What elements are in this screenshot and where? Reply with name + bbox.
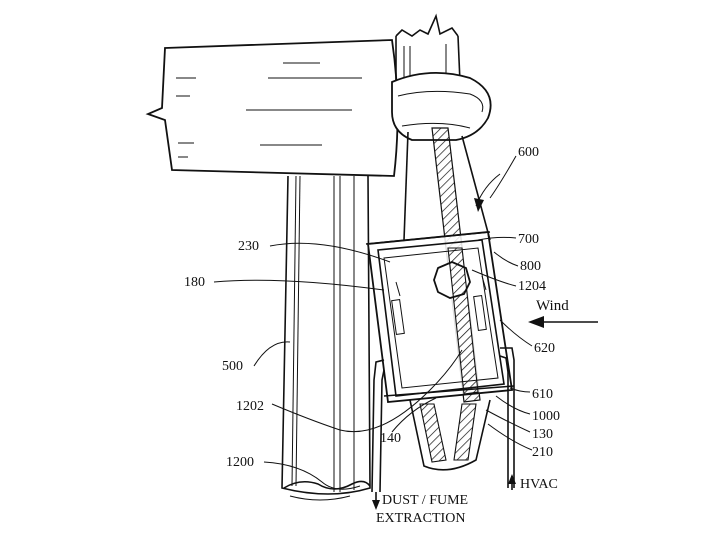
wind-arrow-icon: [528, 316, 544, 328]
label-dust-line2: EXTRACTION: [376, 511, 465, 526]
tower: [282, 176, 370, 500]
label-610: 610: [532, 387, 553, 402]
label-wind: Wind: [536, 298, 569, 314]
label-hvac: HVAC: [520, 477, 558, 492]
label-180: 180: [184, 275, 205, 290]
label-620: 620: [534, 341, 555, 356]
label-1000: 1000: [532, 409, 560, 424]
label-dust-line1: DUST / FUME: [382, 493, 468, 508]
label-140: 140: [380, 431, 401, 446]
label-1202: 1202: [236, 399, 264, 414]
label-230: 230: [238, 239, 259, 254]
enclosure: [366, 232, 514, 402]
labels: 600 700 800 1204 230 180 Wind 620 500 61…: [184, 145, 569, 526]
label-210: 210: [532, 445, 553, 460]
label-500: 500: [222, 359, 243, 374]
label-130: 130: [532, 427, 553, 442]
label-600: 600: [518, 145, 539, 160]
label-700: 700: [518, 232, 539, 247]
label-1200: 1200: [226, 455, 254, 470]
label-1204: 1204: [518, 279, 546, 294]
down-arrow-icon: [372, 500, 380, 510]
nacelle: [148, 40, 398, 176]
label-800: 800: [520, 259, 541, 274]
blade-root: [392, 16, 491, 140]
